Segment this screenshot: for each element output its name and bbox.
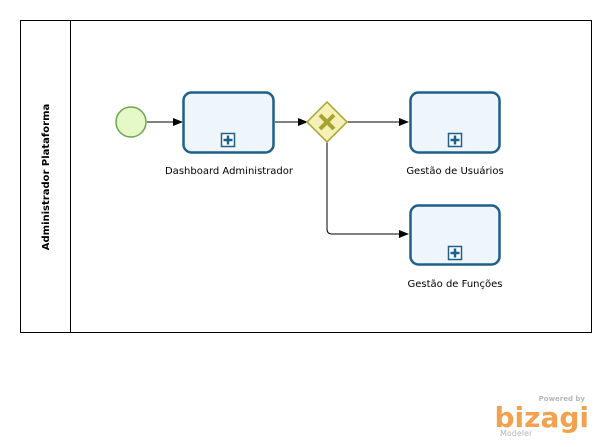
start-event[interactable] [115, 106, 147, 138]
brand-name: bizagi [495, 401, 589, 434]
bizagi-logo: Powered by bizagi Modeler [495, 395, 589, 438]
lane-label: Administrador Plataforma [41, 104, 52, 251]
pool: Administrador Plataforma [20, 20, 592, 333]
start-event-circle[interactable] [115, 106, 147, 138]
task-usuarios-box[interactable] [409, 91, 501, 154]
pool-border [20, 20, 592, 333]
task-usuarios[interactable]: Gestão de Usuários [406, 91, 504, 178]
task-dashboard[interactable]: Dashboard Administrador [165, 91, 294, 178]
sequence-flows [147, 118, 409, 238]
product-name: Modeler [500, 429, 533, 438]
flow-gateway-to-funcoes[interactable] [326, 142, 409, 238]
collapsed-subprocess-icon [447, 132, 463, 148]
task-usuarios-label: Gestão de Usuários [406, 165, 503, 177]
task-dashboard-label: Dashboard Administrador [165, 166, 294, 177]
task-funcoes-label: Gestão de Funções [408, 279, 503, 290]
task-funcoes-box[interactable] [409, 204, 501, 266]
task-funcoes[interactable]: Gestão de Funções [408, 204, 503, 291]
collapsed-subprocess-icon [220, 132, 236, 148]
collapsed-subprocess-icon [447, 245, 463, 261]
task-dashboard-box[interactable] [182, 91, 275, 154]
powered-by-text: Powered by [539, 395, 586, 403]
exclusive-gateway[interactable] [305, 100, 349, 144]
x-icon [318, 113, 336, 131]
